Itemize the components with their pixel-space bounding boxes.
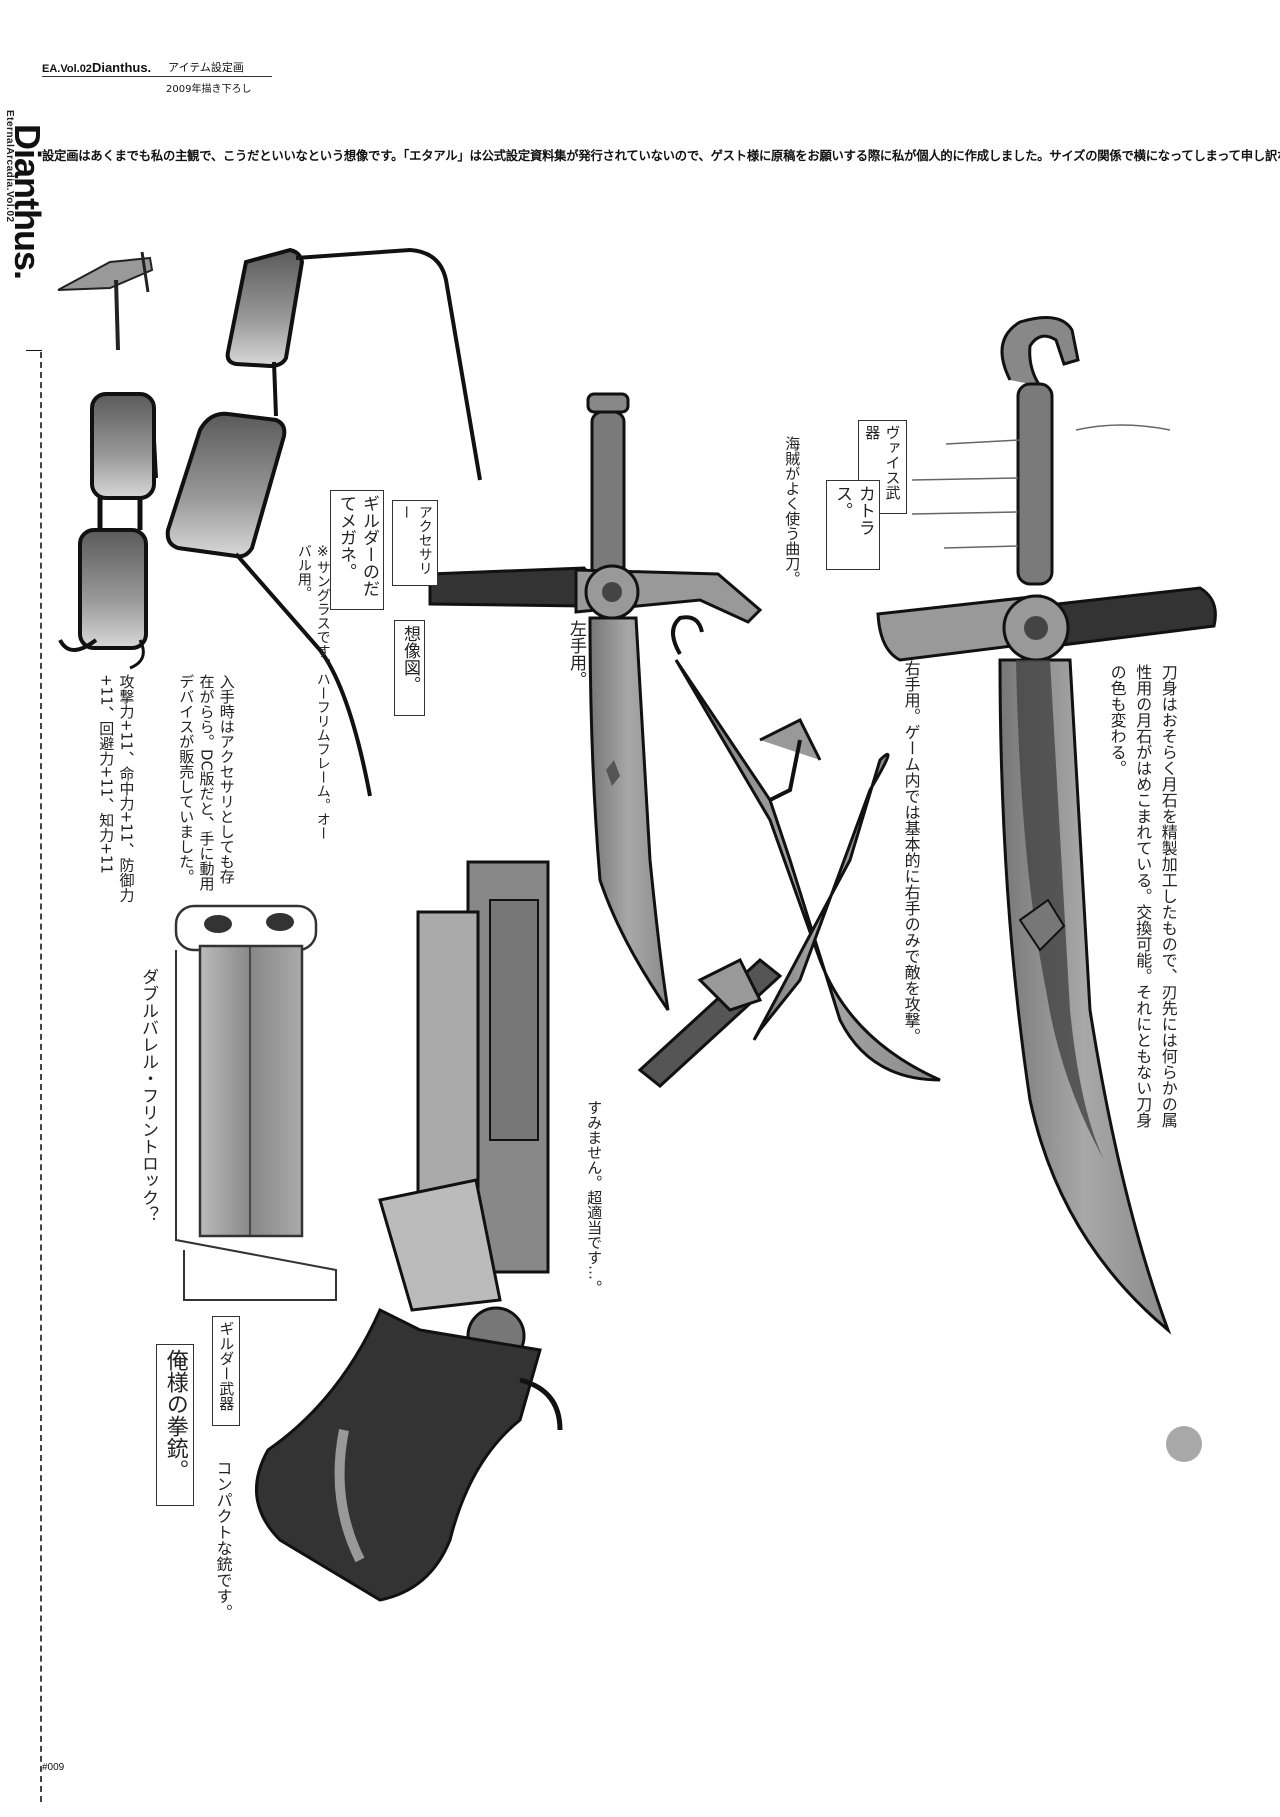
glasses-detail: ※サングラスです。ハーフリムフレーム。オーバル用。 bbox=[295, 544, 331, 840]
spine-title: Dianthus. bbox=[7, 124, 48, 280]
flask-note: ダブルバレル・フリントロック？ bbox=[137, 968, 158, 1223]
header-series-name: Dianthus. bbox=[91, 60, 152, 75]
pistol bbox=[255, 860, 563, 1602]
sorry-note: すみません。超適当です…。 bbox=[585, 1100, 604, 1295]
hand-sketch bbox=[911, 424, 1171, 549]
cutlass-note: 海賊がよく使う曲刀。 bbox=[783, 436, 802, 586]
spine-series: EternalArcadia.Vol.02 bbox=[4, 110, 15, 223]
glasses-stats: 攻撃力+11、命中力+11、防御力+11、回避力+11、知力+11 bbox=[97, 674, 136, 903]
intro-text: 設定画はあくまでも私の主観で、こうだといいなという想像です。「エタアル」は公式設… bbox=[42, 149, 1280, 163]
cutlass-name: カトラス。 bbox=[826, 480, 880, 570]
spine-dashed-divider bbox=[40, 352, 42, 1802]
header-subtitle: 2009年描き下ろし bbox=[166, 84, 252, 95]
flask-sketch bbox=[174, 904, 337, 1301]
header-section: アイテム設定画 bbox=[168, 61, 244, 74]
cutlass-left bbox=[428, 392, 763, 1011]
glasses-folded bbox=[58, 392, 158, 670]
pistol-name: 俺様の拳銃。 bbox=[156, 1344, 194, 1506]
header-series-small: EA.Vol.02 bbox=[42, 63, 92, 75]
crossed-cutlasses bbox=[637, 615, 941, 1088]
glasses-label: アクセサリー bbox=[392, 500, 438, 586]
left-hand-note: 左手用。 bbox=[565, 620, 586, 688]
glasses-hinge-detail bbox=[57, 251, 154, 351]
glasses-name: ギルダーのだてメガネ。 bbox=[330, 490, 384, 610]
pistol-label: ギルダー武器 bbox=[212, 1316, 241, 1426]
cutlass-right bbox=[876, 316, 1217, 1335]
blade-note: 刀身はおそらく月石を精製加工したもので、刃先には何らかの属性用の月石がはめこまれ… bbox=[1107, 664, 1178, 1128]
glasses-howto: 入手時はアクセサリとしても存在がらら。DC版だと、手に動用デバイスが販売していま… bbox=[177, 674, 236, 892]
glasses-open bbox=[165, 247, 482, 797]
glasses-imagined: 想像図。 bbox=[394, 620, 425, 716]
page-number: #009 bbox=[42, 1762, 65, 1773]
spine: EternalArcadia.Vol.02 Dianthus. bbox=[0, 0, 48, 1817]
spine-rule bbox=[26, 350, 42, 351]
header-series: EA.Vol.02Dianthus. bbox=[42, 60, 151, 75]
gray-dot bbox=[1166, 1426, 1202, 1462]
header-rule bbox=[42, 76, 272, 77]
pistol-note: コンパクトな銃です。 bbox=[213, 1460, 233, 1620]
right-hand-note: 右手用。ゲーム内では基本的に右手のみで敵を攻撃。 bbox=[901, 660, 921, 1044]
